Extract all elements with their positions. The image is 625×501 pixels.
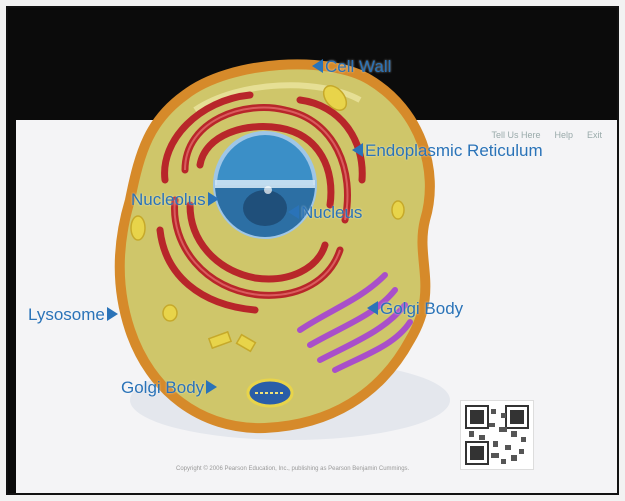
mitochondrion	[248, 380, 292, 406]
pointer-icon	[352, 143, 363, 157]
label-lysosome: Lysosome	[28, 305, 118, 325]
label-endoplasmic-reticulum: Endoplasmic Reticulum	[352, 141, 543, 161]
pointer-icon	[312, 59, 323, 73]
pointer-icon	[367, 301, 378, 315]
label-golgi-body-bottom: Golgi Body	[121, 378, 217, 398]
pointer-icon	[208, 192, 219, 206]
pointer-icon	[288, 205, 299, 219]
label-nucleus: Nucleus	[288, 203, 362, 223]
label-nucleolus: Nucleolus	[131, 190, 219, 210]
pointer-icon	[107, 307, 118, 321]
pointer-icon	[206, 380, 217, 394]
label-golgi-body-right: Golgi Body	[367, 299, 463, 319]
label-cell-wall: Cell Wall	[312, 57, 391, 77]
